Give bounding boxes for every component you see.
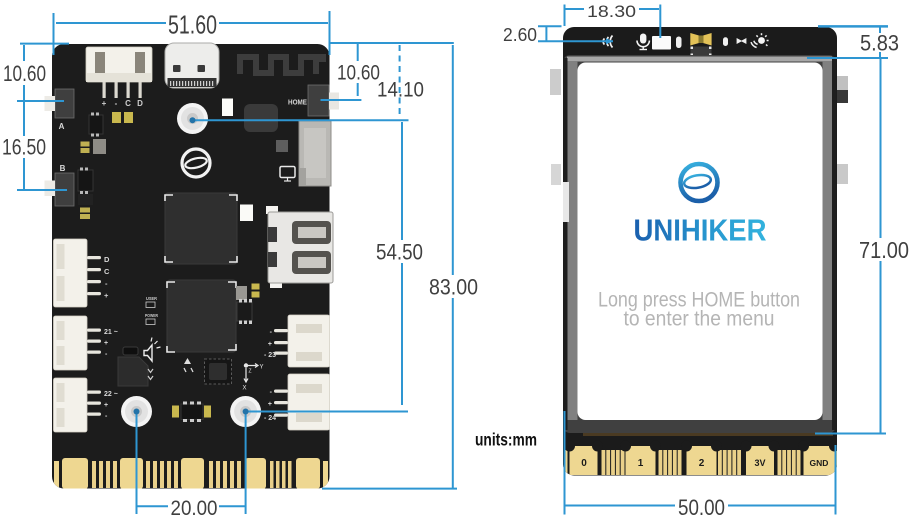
- svg-text:18.30: 18.30: [587, 2, 636, 21]
- svg-text:D: D: [104, 255, 110, 264]
- svg-text:+: +: [104, 291, 109, 300]
- svg-text:UNIHIKER: UNIHIKER: [634, 213, 767, 248]
- svg-text:22 ~: 22 ~: [104, 391, 118, 398]
- svg-text:51.60: 51.60: [168, 10, 217, 40]
- svg-text:2: 2: [699, 458, 705, 469]
- svg-text:USER: USER: [146, 296, 158, 301]
- svg-text:14.10: 14.10: [377, 79, 424, 102]
- svg-text:- 23: - 23: [264, 352, 276, 359]
- svg-text:-: -: [105, 351, 108, 358]
- svg-text:+: +: [104, 340, 108, 347]
- svg-text:- 24: - 24: [264, 415, 276, 422]
- svg-text:21 ~: 21 ~: [104, 329, 118, 336]
- svg-text:GND: GND: [810, 458, 829, 468]
- svg-text:Long press HOME button: Long press HOME button: [598, 288, 800, 312]
- svg-text:1: 1: [638, 458, 644, 469]
- svg-text:HOME: HOME: [288, 100, 307, 107]
- svg-text:C: C: [104, 267, 110, 276]
- svg-text:5.83: 5.83: [860, 31, 899, 56]
- svg-text:Y: Y: [260, 365, 264, 371]
- svg-text:A: A: [59, 122, 65, 131]
- svg-text:50.00: 50.00: [678, 495, 725, 517]
- svg-text:-: -: [105, 279, 108, 288]
- svg-text:10.60: 10.60: [337, 61, 380, 85]
- svg-text:54.50: 54.50: [376, 240, 423, 265]
- svg-text:-: -: [270, 329, 273, 336]
- svg-text:0: 0: [581, 458, 587, 469]
- svg-text:3V: 3V: [754, 458, 765, 468]
- svg-text:+: +: [268, 401, 272, 408]
- svg-text:16.50: 16.50: [2, 135, 46, 160]
- svg-text:20.00: 20.00: [171, 496, 218, 517]
- svg-text:-: -: [105, 413, 108, 420]
- svg-text:Z: Z: [249, 369, 252, 375]
- svg-text:B: B: [60, 164, 66, 173]
- svg-text:units:mm: units:mm: [475, 430, 537, 450]
- svg-text:+: +: [104, 402, 108, 409]
- svg-text:71.00: 71.00: [859, 237, 909, 263]
- svg-text:83.00: 83.00: [429, 275, 478, 300]
- svg-text:-: -: [115, 99, 118, 108]
- svg-text:+: +: [102, 99, 107, 108]
- svg-text:2.60: 2.60: [503, 25, 537, 45]
- svg-text:POWER: POWER: [145, 313, 159, 318]
- svg-text:to enter the menu: to enter the menu: [624, 307, 775, 331]
- svg-text:+: +: [268, 341, 272, 348]
- svg-text:C: C: [125, 99, 131, 108]
- svg-text:-: -: [270, 389, 273, 396]
- svg-text:10.60: 10.60: [3, 61, 46, 86]
- svg-text:D: D: [137, 99, 143, 108]
- svg-text:X: X: [243, 386, 247, 392]
